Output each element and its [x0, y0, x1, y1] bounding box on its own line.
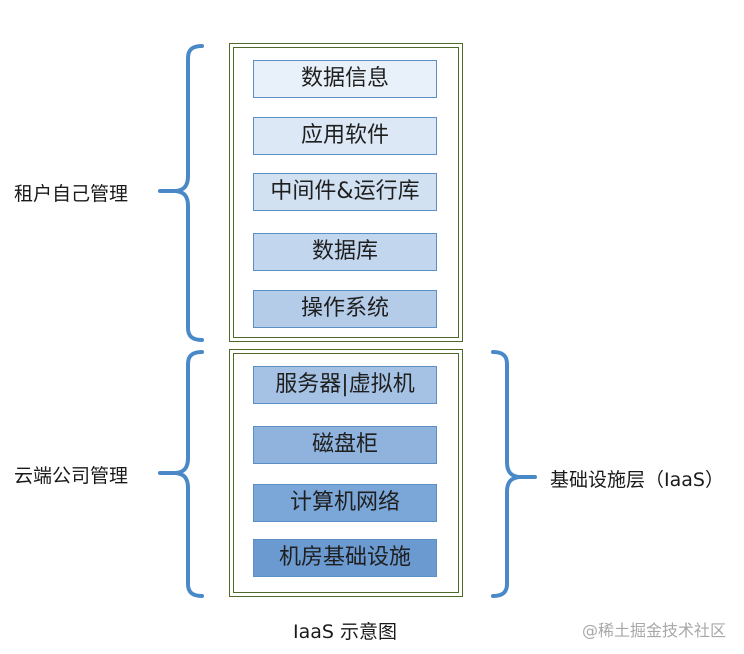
layer-server-vm: 服务器|虚拟机 — [253, 366, 437, 404]
iaas-bracket — [491, 350, 537, 598]
layer-network: 计算机网络 — [253, 484, 437, 522]
tenant-bracket — [158, 44, 204, 342]
cloud-label: 云端公司管理 — [14, 465, 129, 487]
tenant-label: 租户自己管理 — [14, 183, 129, 205]
layer-disk-cabinet: 磁盘柜 — [253, 426, 437, 464]
layer-data-info: 数据信息 — [253, 60, 437, 98]
layer-app-software: 应用软件 — [253, 117, 437, 155]
cloud-bracket — [158, 350, 204, 598]
diagram-caption: IaaS 示意图 — [293, 621, 397, 643]
layer-datacenter: 机房基础设施 — [253, 539, 437, 577]
iaas-label: 基础设施层（IaaS） — [550, 469, 724, 491]
watermark: @稀土掘金技术社区 — [581, 621, 726, 640]
layer-middleware-runtime: 中间件&运行库 — [253, 173, 437, 211]
layer-os: 操作系统 — [253, 290, 437, 328]
layer-database: 数据库 — [253, 233, 437, 271]
